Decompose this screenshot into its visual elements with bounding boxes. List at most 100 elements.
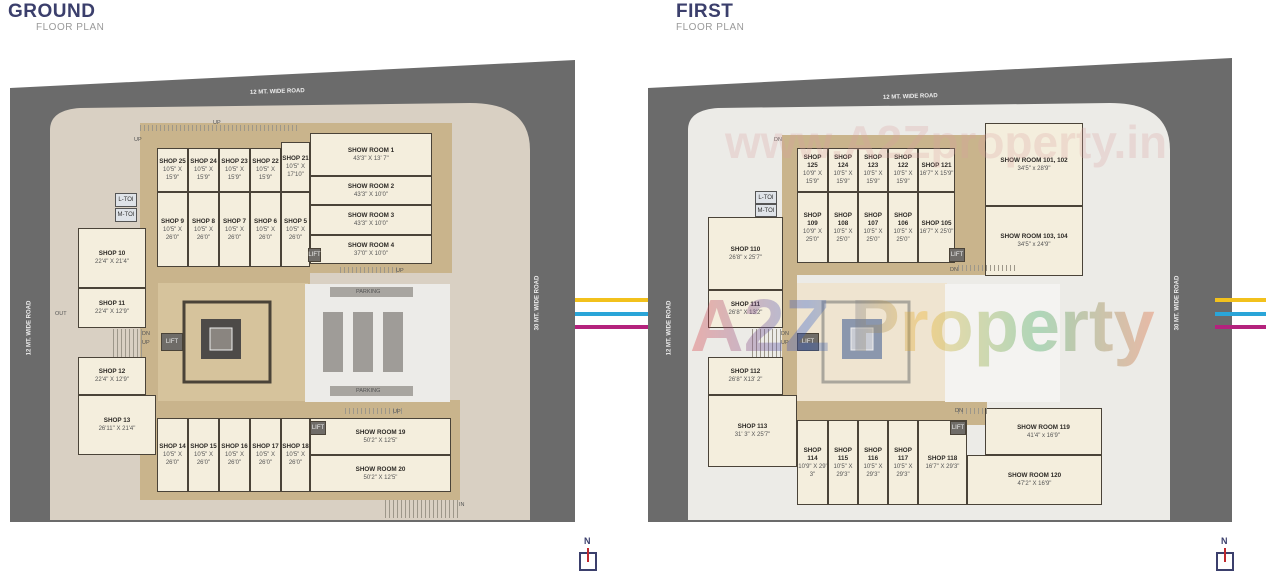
room-dimensions: 10'5" X 26'0" bbox=[163, 452, 182, 466]
room-dimensions: 10'5" X 15'9" bbox=[833, 171, 853, 185]
room-dimensions: 10'5" X 26'0" bbox=[286, 452, 305, 466]
room-name: SHOP 112 bbox=[730, 368, 761, 375]
room-dimensions: 10'5" X 26'0" bbox=[194, 226, 213, 241]
staircase bbox=[958, 408, 988, 414]
room-dimensions: 10'5" X 26'0" bbox=[163, 226, 182, 241]
lift: LIFT bbox=[308, 248, 321, 262]
parking-label: PARKING bbox=[356, 289, 381, 295]
l-toilet: L-TOI bbox=[115, 193, 137, 207]
room-dimensions: 50'2" X 12'5" bbox=[363, 437, 398, 444]
room-name: SHOP 107 bbox=[864, 211, 882, 227]
ground-title: GROUND bbox=[8, 1, 96, 22]
room-dimensions: 10'5" X 17'10" bbox=[286, 164, 305, 178]
room-dimensions: 16'7" X 25'0" bbox=[919, 228, 954, 235]
room-name: SHOW ROOM 103, 104 bbox=[1000, 233, 1068, 240]
watermark-logo: A2Z Property bbox=[690, 284, 1155, 367]
room-dimensions: 47'2" X 16'9" bbox=[1017, 481, 1052, 487]
room-name: SHOW ROOM 2 bbox=[347, 182, 395, 190]
room-dimensions: 10'5" X 29'3" bbox=[833, 463, 853, 478]
lift: LIFT bbox=[950, 421, 966, 435]
room-name: SHOW ROOM 19 bbox=[355, 428, 406, 436]
direction-label: UP bbox=[134, 137, 142, 143]
room-dimensions: 10'5" X 15'9" bbox=[194, 167, 213, 181]
direction-label: UP bbox=[396, 268, 404, 274]
first-room: SHOW ROOM 120 47'2" X 16'9" bbox=[967, 455, 1102, 505]
ground-room: SHOP 25 10'5" X 15'9" bbox=[157, 148, 188, 192]
lift: LIFT bbox=[797, 333, 819, 351]
room-name: SHOP 114 bbox=[803, 446, 822, 462]
ground-road-left-label: 12 MT. WIDE ROAD bbox=[26, 300, 33, 356]
room-dimensions: 10'5" X 15'9" bbox=[863, 171, 883, 185]
room-dimensions: 10'5" X 25'0" bbox=[833, 228, 853, 243]
room-name: SHOP 122 bbox=[894, 154, 912, 169]
room-name: SHOP 15 bbox=[190, 443, 217, 450]
room-name: SHOP 113 bbox=[737, 423, 768, 430]
connector-lines bbox=[575, 298, 1266, 329]
direction-label: DN bbox=[142, 331, 150, 337]
room-name: SHOP 109 bbox=[803, 211, 822, 227]
north-label: N bbox=[584, 536, 591, 546]
direction-label: DN bbox=[774, 137, 782, 143]
room-name: SHOP 123 bbox=[864, 154, 882, 169]
direction-label: OUT bbox=[55, 311, 67, 317]
lift: LIFT bbox=[310, 421, 326, 435]
room-dimensions: 10'5" X 26'0" bbox=[256, 452, 275, 466]
lift: LIFT bbox=[949, 248, 965, 262]
room-dimensions: 10'5" X 29'3" bbox=[863, 463, 883, 478]
l-toilet: L-TOI bbox=[755, 191, 777, 204]
staircase bbox=[113, 329, 143, 357]
direction-label: IN bbox=[459, 502, 465, 508]
room-name: SHOP 106 bbox=[894, 211, 912, 227]
staircase bbox=[345, 408, 405, 414]
room-dimensions: 10'5" X 26'0" bbox=[225, 452, 244, 466]
room-dimensions: 10'9" X 29' 3" bbox=[798, 463, 827, 478]
room-dimensions: 10'5" X 15'9" bbox=[163, 167, 182, 181]
staircase bbox=[385, 500, 460, 518]
room-dimensions: 43'3" X 13' 7" bbox=[353, 155, 389, 162]
direction-label: UP bbox=[213, 120, 221, 126]
room-name: SHOP 24 bbox=[190, 158, 217, 165]
room-name: SHOW ROOM 120 bbox=[1007, 472, 1062, 479]
room-dimensions: 22'4" X 21'4" bbox=[95, 259, 129, 265]
room-name: SHOP 25 bbox=[159, 158, 186, 165]
m-toilet: M-TOI bbox=[115, 208, 137, 222]
north-label: N bbox=[1221, 536, 1228, 546]
room-dimensions: 26'11" X 21'4" bbox=[98, 426, 136, 432]
staircase bbox=[958, 265, 1018, 271]
room-dimensions: 26'8" X13' 2" bbox=[728, 377, 763, 383]
room-name: SHOW ROOM 1 bbox=[347, 146, 395, 154]
room-dimensions: 10'5" X 25'0" bbox=[863, 228, 883, 243]
north-arrow-icon bbox=[579, 548, 597, 571]
room-name: SHOP 105 bbox=[921, 219, 952, 227]
room-name: SHOP 7 bbox=[223, 217, 246, 225]
ground-subtitle: FLOOR PLAN bbox=[36, 22, 105, 33]
staircase bbox=[340, 267, 400, 273]
direction-label: UP bbox=[142, 340, 150, 346]
room-name: SHOP 108 bbox=[834, 211, 852, 227]
first-road-right-label: 30 MT. WIDE ROAD bbox=[1174, 275, 1181, 331]
room-dimensions: 16'7" X 29'3" bbox=[925, 463, 960, 470]
